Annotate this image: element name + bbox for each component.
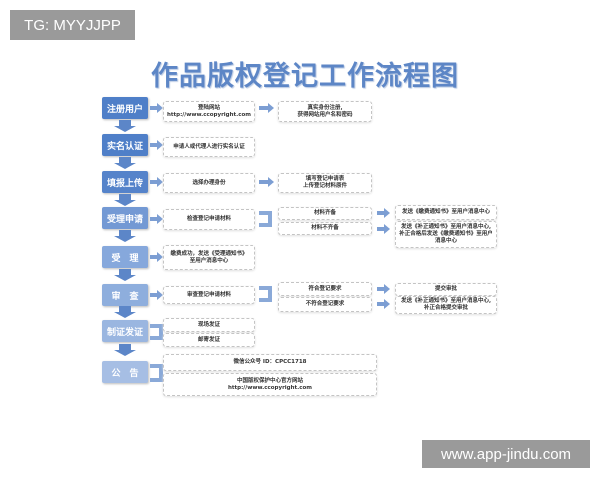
text: 登陆网站	[197, 104, 220, 111]
box-check-materials: 检查登记申请材料	[163, 209, 255, 230]
step-submit: 填报上传	[102, 171, 148, 193]
right-arrow-icon	[150, 290, 163, 300]
right-arrow-icon	[150, 214, 163, 224]
box-complete: 材料齐备	[278, 207, 372, 220]
right-arrow-icon	[150, 177, 163, 187]
text: 缴费成功，发送《受理通知书》	[170, 250, 248, 257]
down-arrow-icon	[114, 230, 136, 242]
text: 上传登记材料原件	[302, 183, 347, 189]
bracket-icon	[150, 324, 163, 340]
text: 发送《缴费通知书》至用户消息中心	[401, 209, 490, 215]
text: http://www.ccopyright.com	[227, 384, 313, 391]
box-correction-notice: 发送《补正通知书》至用户消息中心,补正合格后发送《缴费通知书》至用户消息中心	[395, 221, 497, 248]
text: 材料齐备	[313, 210, 336, 216]
text: 材料不齐备	[311, 225, 339, 231]
text: 发送《补正通知书》至用户消息中心,	[400, 298, 492, 304]
box-fill-form: 填写登记申请表上传登记材料原件	[278, 173, 372, 193]
text: 获得网站用户名和密码	[297, 111, 353, 118]
box-fails-requirements: 不符合登记要求	[278, 297, 372, 312]
right-arrow-icon	[150, 103, 163, 113]
step-review: 审 查	[102, 284, 148, 306]
right-arrow-icon	[377, 224, 390, 234]
box-onsite-issue: 现场发证	[163, 318, 255, 332]
text: 选择办理身份	[192, 179, 226, 186]
step-announce: 公 告	[102, 361, 148, 383]
text: 不符合登记要求	[305, 301, 345, 307]
box-choose-identity: 选择办理身份	[163, 173, 255, 193]
text: 补正合格后发送《缴费通知书》至用户	[399, 231, 493, 237]
box-incomplete: 材料不齐备	[278, 222, 372, 235]
step-apply: 受理申请	[102, 207, 148, 229]
box-submit-approval: 提交审批	[395, 283, 497, 296]
box-register-identity: 真实身份注册,获得网站用户名和密码	[278, 101, 372, 122]
text: 提交审批	[434, 286, 457, 292]
bracket-icon	[259, 211, 272, 227]
down-arrow-icon	[114, 306, 136, 318]
right-arrow-icon	[259, 103, 274, 113]
right-arrow-icon	[377, 299, 390, 309]
text: 审查登记申请材料	[186, 291, 231, 298]
diagram-title: 作品版权登记工作流程图	[151, 61, 459, 92]
down-arrow-icon	[114, 120, 136, 132]
box-meets-requirements: 符合登记要求	[278, 282, 372, 296]
down-arrow-icon	[114, 194, 136, 206]
watermark-bottom: www.app-jindu.com	[422, 440, 590, 468]
box-realname: 申请人或代理人进行实名认证	[163, 137, 255, 157]
box-review-materials: 审查登记申请材料	[163, 286, 255, 304]
step-register: 注册用户	[102, 97, 148, 119]
right-arrow-icon	[150, 252, 163, 262]
text: 补正合格提交审批	[423, 305, 468, 311]
box-accept-notice: 缴费成功，发送《受理通知书》至用户消息中心	[163, 245, 255, 270]
bracket-icon	[150, 364, 163, 382]
step-accept: 受 理	[102, 246, 148, 268]
text: 真实身份注册,	[307, 104, 343, 111]
text: 中国版权保护中心官方网站	[236, 377, 303, 384]
text: 现场发证	[197, 321, 220, 328]
watermark-top: TG: MYYJJPP	[10, 10, 135, 40]
down-arrow-icon	[114, 269, 136, 281]
text: 微信公众号 ID：CPCC1718	[233, 359, 307, 365]
box-mail-issue: 邮寄发证	[163, 333, 255, 347]
down-arrow-icon	[114, 344, 136, 356]
text: 邮寄发证	[197, 336, 220, 343]
box-review-correction: 发送《补正通知书》至用户消息中心,补正合格提交审批	[395, 296, 497, 314]
right-arrow-icon	[150, 140, 163, 150]
box-payment-notice: 发送《缴费通知书》至用户消息中心	[395, 205, 497, 220]
text: 至用户消息中心	[189, 257, 229, 264]
down-arrow-icon	[114, 157, 136, 169]
right-arrow-icon	[259, 177, 274, 187]
right-arrow-icon	[377, 208, 390, 218]
step-issue: 制证发证	[102, 320, 148, 342]
text: 消息中心	[434, 238, 457, 244]
text: 发送《补正通知书》至用户消息中心,	[400, 224, 492, 230]
bracket-icon	[259, 286, 272, 302]
step-verify: 实名认证	[102, 134, 148, 156]
text: 申请人或代理人进行实名认证	[173, 143, 245, 150]
text: http://www.ccopyright.com	[166, 111, 252, 118]
text: 检查登记申请材料	[186, 216, 231, 222]
right-arrow-icon	[377, 284, 390, 294]
text: 符合登记要求	[308, 285, 342, 292]
text: 填写登记申请表	[305, 176, 345, 182]
box-wechat-id: 微信公众号 ID：CPCC1718	[163, 354, 377, 371]
